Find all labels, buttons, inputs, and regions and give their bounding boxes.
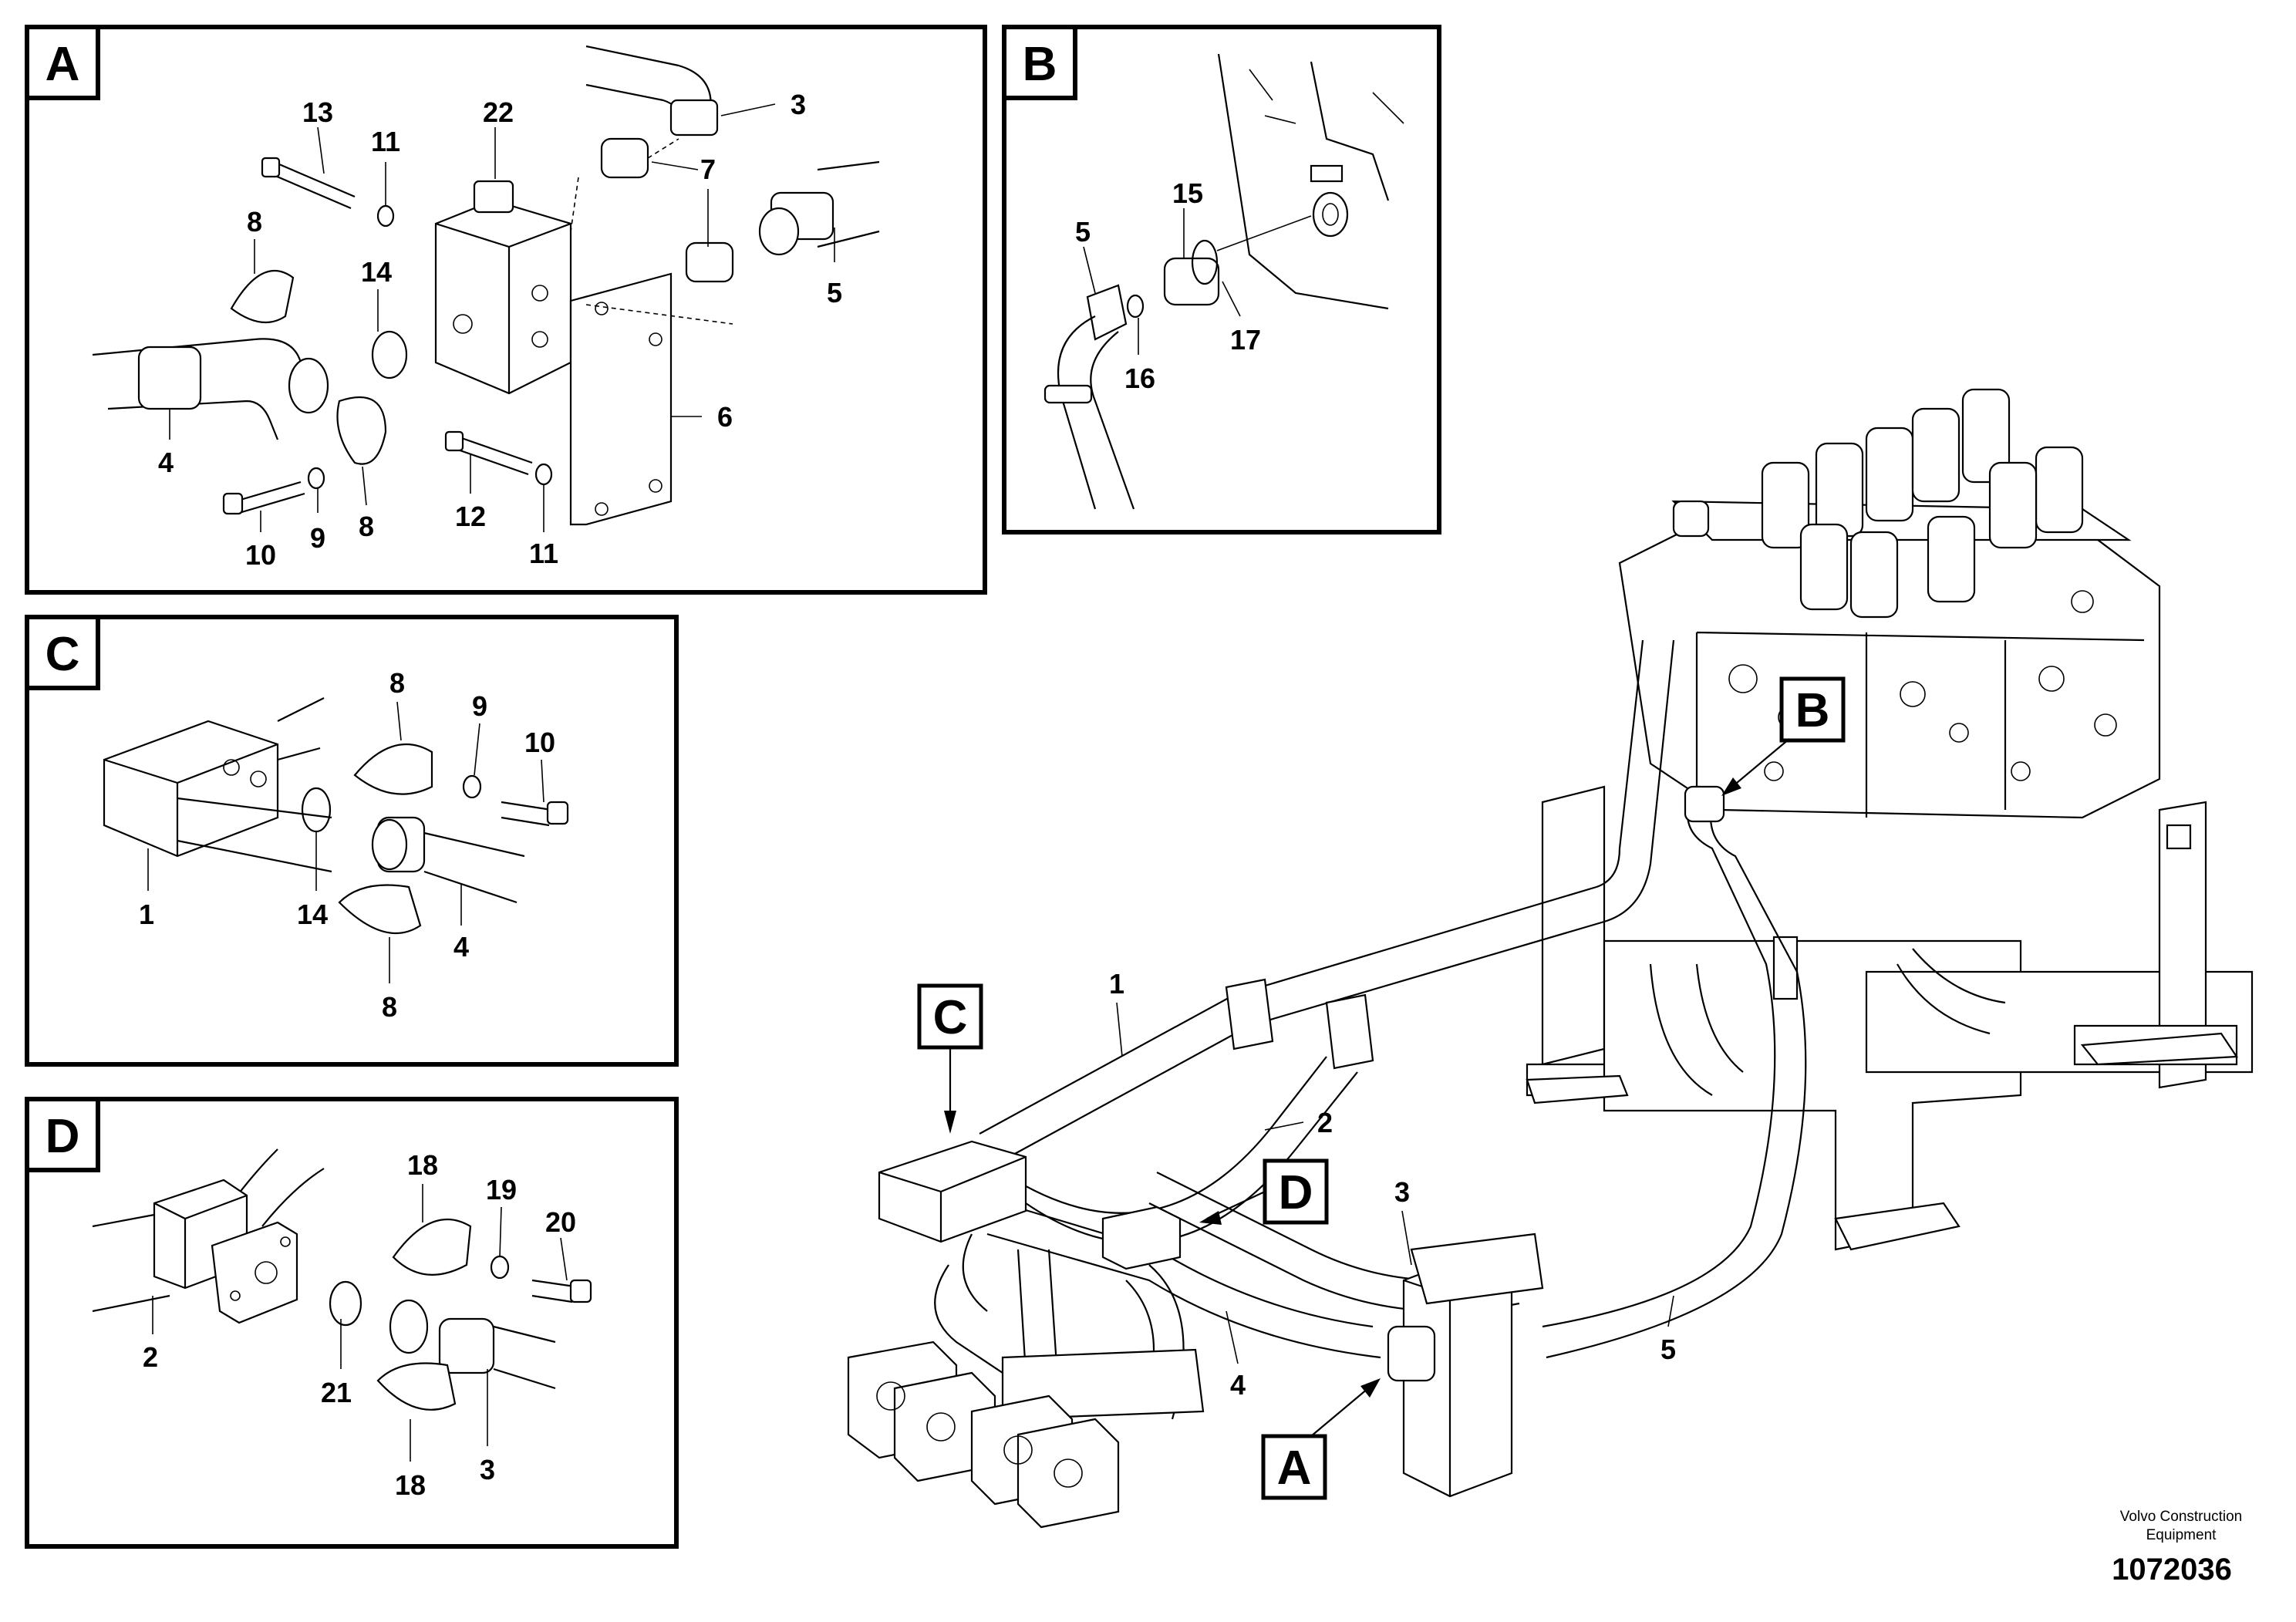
panel-a-letter: A [46,38,80,91]
callout-22: 22 [483,96,514,128]
fitting-7-drawing [600,137,649,179]
panel-b-frame [1002,25,1441,534]
callout-8: 8 [389,667,405,699]
callout-8: 8 [382,991,397,1023]
callout-11: 11 [371,126,400,157]
callout-4: 4 [158,447,174,478]
block-1-drawing [103,720,279,858]
bolt-13-drawing [269,160,356,210]
main-assembly: B C D A 1 2 [847,388,2254,1529]
panel-d: D 18 19 20 2 2 [25,1097,679,1549]
svg-text:B: B [1795,684,1830,737]
control-valve-drawing [1618,388,2161,819]
clamp-8-lower-drawing [338,884,422,935]
hose-5-drawing [817,160,880,248]
base-frame-drawing [1526,785,2254,1251]
callout-5: 5 [1660,1334,1676,1365]
brand-line-2: Equipment [2146,1527,2217,1543]
callout-9: 9 [310,522,325,554]
callout-21: 21 [321,1377,352,1408]
section-marker-b: B [1721,676,1846,796]
hose-3-drawing [585,45,679,102]
callout-2: 2 [143,1341,158,1373]
callout-6: 6 [717,401,733,433]
flange-drawing [211,1221,298,1324]
panel-c-letter: C [46,628,80,681]
o-ring-21-drawing [329,1280,362,1327]
clamp-8-upper-drawing [230,269,295,324]
panel-a-frame [25,25,987,595]
callout-4: 4 [453,931,469,963]
lower-manifold-drawing [847,1233,1205,1529]
panel-a-badge [25,25,100,100]
pipe-2-drawing [92,1148,325,1313]
o-ring-16-drawing [1126,294,1145,319]
brand-line-1: Volvo Construction [2120,1509,2242,1525]
section-marker-d: D [1199,1158,1329,1225]
callout-1: 1 [139,899,154,930]
clamp-8-lower-drawing [336,396,387,465]
manifold-block-c-drawing [878,1140,1027,1243]
callout-13: 13 [302,96,333,128]
section-marker-c: C [917,983,983,1134]
panel-d-letter: D [46,1110,80,1163]
callout-8: 8 [247,206,262,238]
clamp-18-lower-drawing [376,1362,457,1411]
callout-10: 10 [524,727,555,758]
callout-14: 14 [297,899,328,930]
clamp-8-upper-drawing [353,743,433,795]
svg-text:A: A [1277,1442,1312,1495]
panel-a: A [25,25,987,595]
manifold-block-d-drawing [1101,1206,1182,1270]
callout-8: 8 [359,511,374,542]
callout-12: 12 [455,501,486,532]
footer: Volvo Construction Equipment 1072036 [2112,1509,2242,1587]
callout-16: 16 [1124,363,1155,394]
svg-text:C: C [933,991,968,1044]
hose-5-drawing [1086,284,1128,341]
callout-1: 1 [1109,968,1124,1000]
pipe-1-drawing [979,639,1675,1165]
clamp-18-upper-drawing [392,1219,472,1276]
callout-18: 18 [395,1469,426,1501]
callout-5: 5 [1075,216,1091,248]
callout-9: 9 [472,690,487,722]
callout-20: 20 [545,1206,576,1238]
callout-15: 15 [1172,177,1203,209]
o-ring-14-drawing [301,787,332,833]
panel-d-badge [25,1097,100,1172]
hose-5-drawing [1542,801,1807,1359]
document-number: 1072036 [2112,1553,2232,1587]
svg-text:D: D [1279,1166,1313,1219]
fitting-15-drawing [1163,257,1220,306]
callout-18: 18 [407,1149,438,1181]
panel-c-badge [25,615,100,690]
panel-b-badge [1002,25,1077,100]
section-marker-a: A [1261,1378,1381,1500]
callout-10: 10 [245,539,276,571]
callout-5: 5 [827,277,842,309]
callout-11: 11 [529,538,558,569]
o-ring-17-drawing [1191,239,1219,285]
panel-b: B 15 5 16 17 [1002,25,1441,534]
callout-3: 3 [791,89,806,120]
pipe-4-drawing [986,1202,1381,1359]
panel-d-frame [25,1097,679,1549]
callout-14: 14 [361,256,392,288]
valve-body-drawing [1217,53,1390,310]
panel-b-letter: B [1023,38,1057,91]
callout-2: 2 [1317,1107,1333,1138]
o-ring-14-drawing [371,330,408,379]
callout-4: 4 [1230,1369,1246,1401]
panel-c-frame [25,615,679,1067]
pipe-3-drawing [438,1317,495,1374]
callout-3: 3 [1394,1176,1410,1208]
callout-7: 7 [700,153,716,185]
callout-19: 19 [486,1174,517,1206]
plate-6-drawing [569,272,673,526]
callout-3: 3 [480,1454,495,1485]
callout-17: 17 [1230,324,1261,356]
panel-c: C 8 9 10 1 14 4 [25,615,679,1067]
